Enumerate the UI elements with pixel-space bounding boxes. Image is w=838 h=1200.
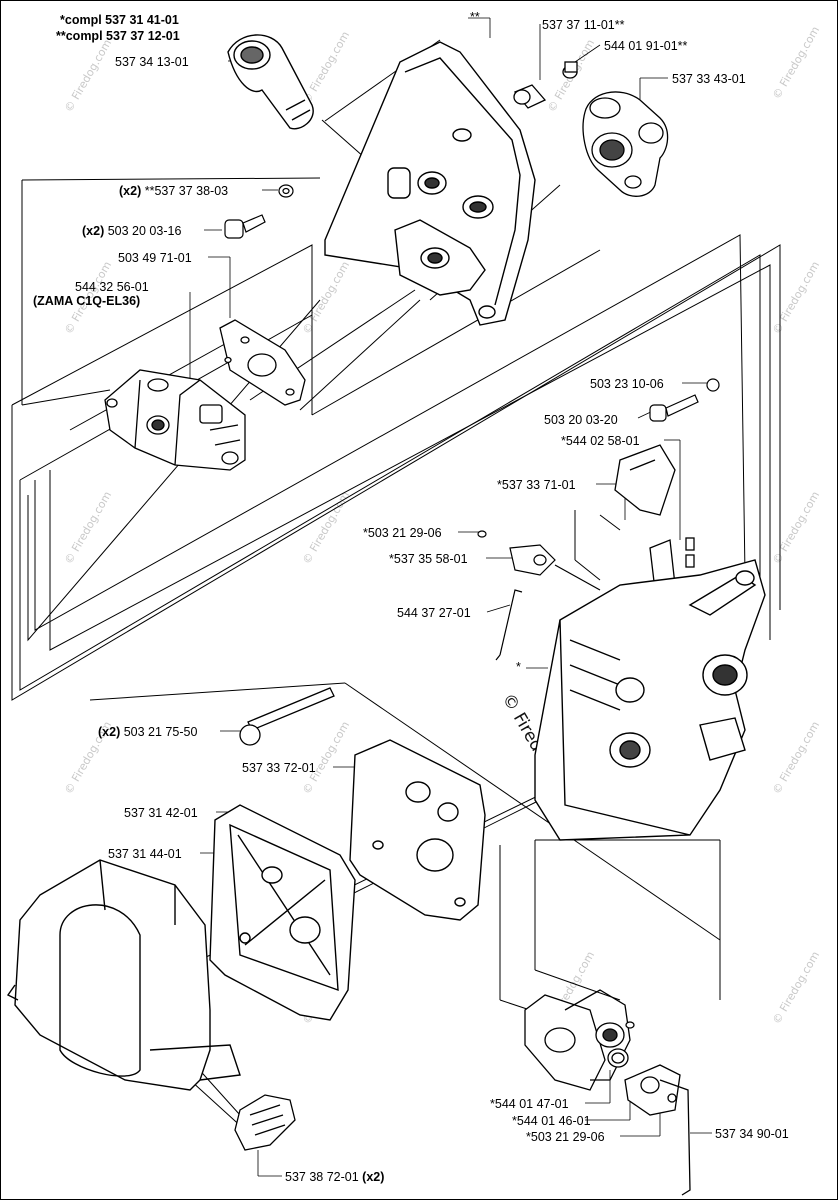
part-number: 537 38 72-01	[285, 1170, 359, 1184]
part-label: 537 34 90-01	[715, 1127, 789, 1141]
air-filter-housing	[534, 559, 766, 841]
switch-housing	[614, 444, 695, 591]
carb-mount-bracket	[324, 41, 536, 326]
throttle-linkage	[509, 544, 556, 576]
part-label: 544 37 27-01	[397, 606, 471, 620]
part-label: *503 21 29-06	[363, 526, 442, 540]
part-number: 503 20 03-16	[107, 224, 182, 238]
part-label: (x2) 503 20 03-16	[82, 224, 182, 238]
part-label: 537 38 72-01 (x2)	[285, 1170, 385, 1184]
part-label: 537 33 72-01	[242, 761, 316, 775]
part-label: 503 49 71-01	[118, 251, 192, 265]
screw-small	[667, 1093, 677, 1103]
air-filter	[209, 804, 356, 1021]
part-label: *544 01 46-01	[512, 1114, 591, 1128]
choke-rod	[659, 1079, 691, 1196]
throttle-rod	[499, 589, 523, 656]
part-label: 537 34 13-01	[115, 55, 189, 69]
washer	[706, 378, 720, 392]
part-label: 537 37 11-01**	[542, 18, 625, 32]
part-label: *537 35 58-01	[389, 552, 468, 566]
carb-gasket	[219, 319, 306, 406]
filter-gasket	[349, 739, 486, 921]
part-label: *544 01 47-01	[490, 1097, 569, 1111]
air-filter-cover	[6, 859, 241, 1091]
part-label: 537 33 43-01	[672, 72, 746, 86]
part-label: 537 31 44-01	[108, 847, 182, 861]
intake-flange	[582, 91, 669, 197]
intake-elbow	[227, 34, 314, 130]
part-label-compl-b: **compl 537 37 12-01	[56, 29, 180, 43]
screw-small	[477, 530, 487, 538]
part-label: 537 31 42-01	[124, 806, 198, 820]
part-label-compl-a: *compl 537 31 41-01	[60, 13, 179, 27]
part-label: *503 21 29-06	[526, 1130, 605, 1144]
intake-adapter	[524, 989, 691, 1196]
cover-knob	[234, 1094, 296, 1151]
part-label: 503 20 03-20	[544, 413, 618, 427]
part-label-model: (ZAMA C1Q-EL36)	[33, 294, 141, 308]
part-label: *544 02 58-01	[561, 434, 640, 448]
part-label: **	[470, 10, 480, 24]
part-label: (x2) 503 21 75-50	[98, 725, 198, 739]
part-label: *537 33 71-01	[497, 478, 576, 492]
part-label: *	[516, 660, 521, 674]
part-label: 503 23 10-06	[590, 377, 664, 391]
carburetor	[104, 369, 246, 471]
part-label: 544 01 91-01**	[604, 39, 688, 53]
part-label: (x2) **537 37 38-03	[119, 184, 229, 198]
screw	[224, 219, 244, 239]
part-label: 544 32 56-01	[75, 280, 149, 294]
long-bolt	[239, 687, 335, 746]
part-number: 503 21 75-50	[123, 725, 198, 739]
screw	[649, 404, 667, 422]
part-number: **537 37 38-03	[144, 184, 229, 198]
